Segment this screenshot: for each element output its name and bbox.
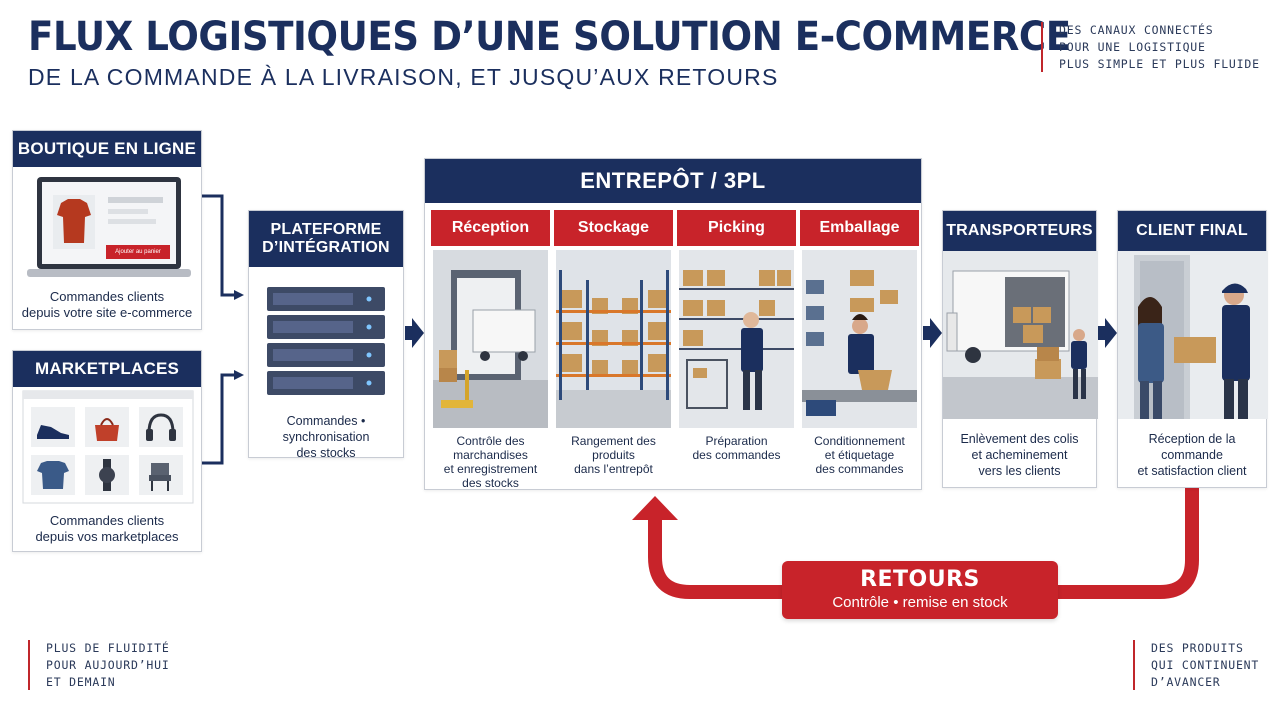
entrepot-card: ENTREPÔT / 3PL Réception Contrôle des ma…	[424, 158, 922, 490]
plateforme-card: PLATEFORME D’INTÉGRATION Commandes • syn…	[248, 210, 404, 460]
note-bottom-right: DES PRODUITS QUI CONTINUENT D’AVANCER	[1133, 640, 1259, 690]
sweater-icon	[57, 199, 91, 243]
arrow-boutique-to-plateforme	[202, 194, 244, 300]
step-emballage-label: Emballage	[800, 210, 919, 246]
add-to-cart-button: Ajouter au panier	[106, 245, 170, 259]
marketplaces-title: MARKETPLACES	[13, 351, 201, 387]
boutique-title: BOUTIQUE EN LIGNE	[13, 131, 201, 167]
step-stockage-caption: Rangement des produits dans l’entrepôt	[571, 434, 656, 476]
stockage-image	[556, 250, 671, 428]
transporteurs-caption: Enlèvement des colis et acheminement ver…	[960, 432, 1079, 478]
step-stockage-label: Stockage	[554, 210, 673, 246]
headphones-icon	[139, 407, 183, 447]
watch-icon	[85, 455, 129, 495]
retours-subtitle: Contrôle • remise en stock	[832, 594, 1008, 611]
tshirt-icon	[31, 455, 75, 495]
sneaker-icon	[31, 407, 75, 447]
step-emballage-caption: Conditionnement et étiquetage des comman…	[814, 434, 905, 476]
arrow-plateforme-to-entrepot	[405, 318, 424, 348]
entrepot-title: ENTREPÔT / 3PL	[425, 159, 921, 203]
page-subtitle: DE LA COMMANDE À LA LIVRAISON, ET JUSQU’…	[28, 64, 779, 90]
step-picking-caption: Préparation des commandes	[692, 434, 781, 462]
truck-icon	[943, 251, 1098, 419]
returns-loop-arrow	[648, 488, 1199, 599]
retours-title: RETOURS	[860, 567, 980, 592]
chair-icon	[139, 455, 183, 495]
picking-image	[679, 250, 794, 428]
client-title: CLIENT FINAL	[1118, 211, 1266, 251]
arrow-entrepot-to-transporteurs	[923, 318, 942, 348]
boutique-card: BOUTIQUE EN LIGNE Ajouter au panier Comm…	[12, 130, 202, 330]
client-caption: Réception de la commande et satisfaction…	[1137, 432, 1247, 478]
step-reception-label: Réception	[431, 210, 550, 246]
marketplace-products	[22, 390, 194, 504]
returns-arrowhead	[632, 496, 678, 520]
note-top-right: DES CANAUX CONNECTÉS POUR UNE LOGISTIQUE…	[1041, 22, 1260, 72]
reception-image	[433, 250, 548, 428]
plateforme-title: PLATEFORME D’INTÉGRATION	[249, 211, 403, 267]
step-reception: Réception Contrôle des marchandises et e…	[431, 210, 550, 490]
plateforme-caption: Commandes • synchronisation des stocks	[282, 414, 370, 460]
delivery-handoff-icon	[1118, 251, 1268, 419]
note-bottom-left: PLUS DE FLUIDITÉ POUR AUJOURD’HUI ET DEM…	[28, 640, 170, 690]
step-picking-label: Picking	[677, 210, 796, 246]
transporteurs-card: TRANSPORTEURS Enlèvement des colis et ac…	[942, 210, 1098, 488]
marketplaces-caption: Commandes clients depuis vos marketplace…	[35, 513, 179, 544]
step-stockage: Stockage Rangement des produits dans l’e…	[554, 210, 673, 476]
transporteurs-title: TRANSPORTEURS	[943, 211, 1096, 251]
boutique-caption: Commandes clients depuis votre site e-co…	[21, 289, 193, 320]
step-emballage: Emballage Conditionnement et étiquetage …	[800, 210, 919, 476]
handbag-icon	[85, 407, 129, 447]
marketplaces-card: MARKETPLACES Commandes clients depuis vo…	[12, 350, 202, 552]
page-title: FLUX LOGISTIQUES D’UNE SOLUTION E-COMMER…	[28, 14, 1071, 60]
emballage-image	[802, 250, 917, 428]
step-picking: Picking Préparation des commandes	[677, 210, 796, 462]
server-rack-icon	[267, 287, 385, 395]
step-reception-caption: Contrôle des marchandises et enregistrem…	[443, 434, 538, 490]
arrow-marketplaces-to-plateforme	[202, 370, 244, 465]
retours-box: RETOURS Contrôle • remise en stock	[782, 561, 1058, 619]
client-card: CLIENT FINAL Réception de la commande et…	[1117, 210, 1268, 488]
arrow-transporteurs-to-client	[1098, 318, 1117, 348]
